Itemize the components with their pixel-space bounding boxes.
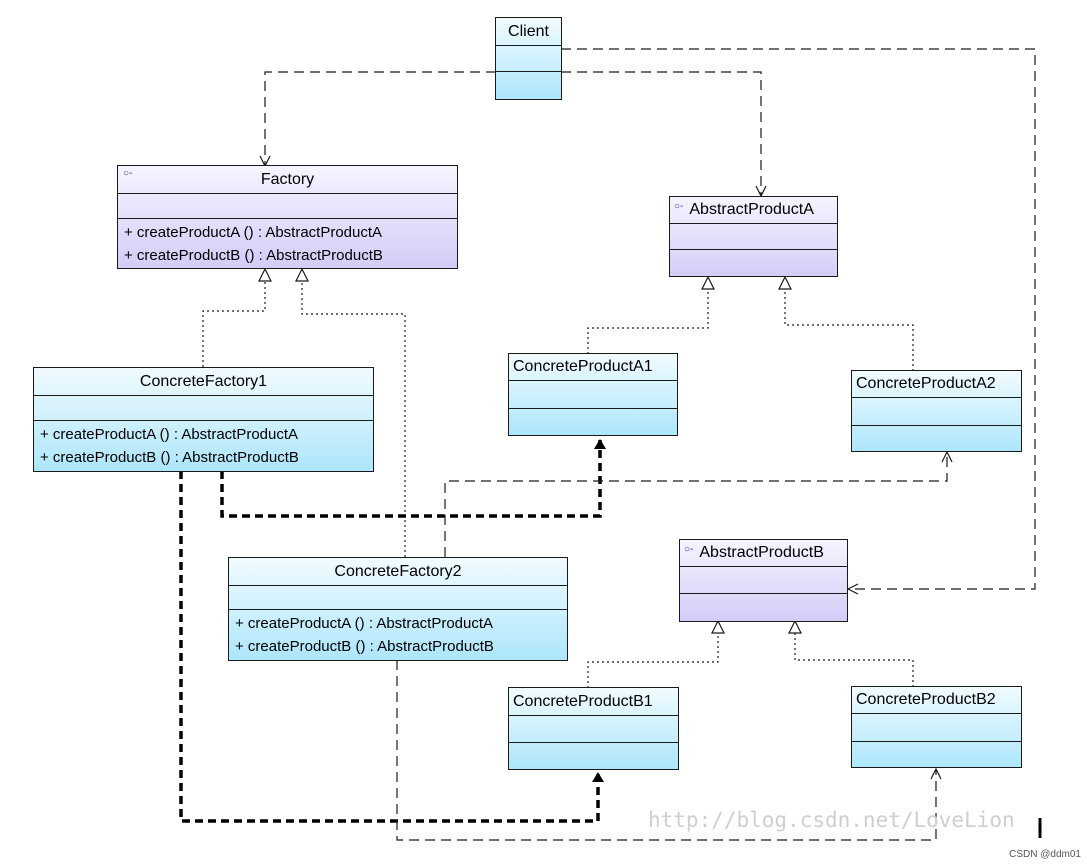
class-concrete-product-a1[interactable]: ConcreteProductA1 — [508, 353, 678, 436]
class-name: ConcreteFactory1 — [34, 368, 373, 396]
class-name: ConcreteFactory2 — [229, 558, 567, 586]
class-operations — [852, 426, 1021, 451]
class-name: ConcreteProductB2 — [852, 687, 1021, 714]
class-factory[interactable]: ○- Factory + createProductA () : Abstrac… — [117, 165, 458, 269]
operation: + createProductB () : AbstractProductB — [124, 247, 383, 264]
class-concrete-product-a2[interactable]: ConcreteProductA2 — [851, 370, 1022, 452]
class-operations — [509, 409, 677, 435]
interface-icon: ○- — [674, 201, 684, 212]
credit: CSDN @ddm01 — [1009, 849, 1081, 860]
class-operations — [496, 72, 561, 99]
class-name: Client — [496, 18, 561, 46]
class-operations: + createProductA () : AbstractProductA +… — [34, 421, 373, 471]
class-concrete-product-b2[interactable]: ConcreteProductB2 — [851, 686, 1022, 768]
class-attributes — [852, 714, 1021, 742]
dep-cf2-a2 — [444, 452, 947, 557]
class-attributes — [509, 716, 678, 743]
operation: + createProductB () : AbstractProductB — [40, 449, 299, 466]
class-name-text: AbstractProductB — [699, 544, 824, 561]
class-attributes — [496, 46, 561, 72]
class-name: ○- AbstractProductA — [670, 197, 837, 224]
realize-b1-abstract-b — [587, 622, 718, 688]
realize-cf1-factory — [202, 270, 265, 367]
class-name: ConcreteProductA2 — [852, 371, 1021, 398]
interface-icon: ○- — [123, 168, 133, 179]
class-name: ConcreteProductA1 — [509, 354, 677, 381]
class-concrete-factory2[interactable]: ConcreteFactory2 + createProductA () : A… — [228, 557, 568, 661]
class-abstract-product-a[interactable]: ○- AbstractProductA — [669, 196, 838, 277]
operation: + createProductA () : AbstractProductA — [235, 615, 494, 632]
class-client[interactable]: Client — [495, 17, 562, 100]
class-attributes — [680, 567, 847, 594]
realize-cf2-factory — [302, 270, 406, 557]
class-name: ○- Factory — [118, 166, 457, 194]
class-attributes — [852, 398, 1021, 426]
dep-client-factory — [265, 71, 496, 166]
realize-a2-abstract-a — [785, 278, 914, 371]
class-abstract-product-b[interactable]: ○- AbstractProductB — [679, 539, 848, 622]
class-name: ConcreteProductB1 — [509, 688, 678, 716]
class-operations: + createProductA () : AbstractProductA +… — [229, 610, 567, 660]
class-attributes — [118, 194, 457, 219]
class-attributes — [34, 396, 373, 421]
operation: + createProductA () : AbstractProductA — [124, 224, 383, 241]
class-name-text: AbstractProductA — [689, 201, 814, 218]
operation: + createProductA () : AbstractProductA — [40, 426, 299, 443]
class-name-text: Factory — [260, 170, 315, 188]
create-cf1-a1 — [220, 439, 606, 518]
class-concrete-factory1[interactable]: ConcreteFactory1 + createProductA () : A… — [33, 367, 374, 472]
class-operations — [680, 594, 847, 621]
class-concrete-product-b1[interactable]: ConcreteProductB1 — [508, 687, 679, 770]
dep-client-abstract-product-b — [561, 48, 1036, 589]
realize-a1-abstract-a — [587, 278, 708, 354]
class-attributes — [509, 381, 677, 409]
class-attributes — [229, 586, 567, 610]
class-operations: + createProductA () : AbstractProductA +… — [118, 219, 457, 268]
dep-client-abstract-product-a — [561, 71, 761, 196]
create-cf1-b1 — [179, 471, 604, 823]
class-operations — [670, 250, 837, 276]
operation: + createProductB () : AbstractProductB — [235, 638, 494, 655]
class-attributes — [670, 224, 837, 250]
class-name: ○- AbstractProductB — [680, 540, 847, 567]
class-operations — [852, 742, 1021, 767]
realize-b2-abstract-b — [795, 622, 914, 687]
class-operations — [509, 743, 678, 769]
watermark: http://blog.csdn.net/LoveLion — [648, 808, 1015, 832]
dep-cf2-b2 — [396, 660, 936, 841]
interface-icon: ○- — [684, 544, 694, 555]
